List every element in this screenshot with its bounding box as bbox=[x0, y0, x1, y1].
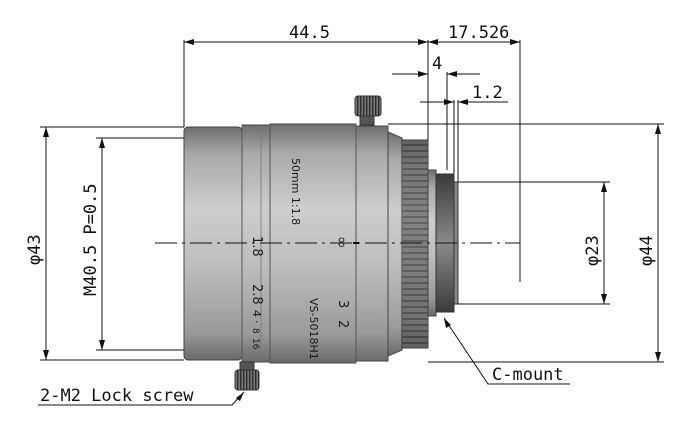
svg-text:·: · bbox=[250, 320, 263, 324]
callout-lock-screw: 2-M2 Lock screw bbox=[40, 386, 194, 406]
dim-thread-depth: 4 bbox=[432, 54, 442, 74]
aperture-4: 4 bbox=[250, 310, 263, 317]
aperture-8: 8 bbox=[250, 328, 260, 334]
focus-3: 3 bbox=[335, 300, 350, 308]
dimension-arrows bbox=[43, 39, 661, 401]
model-name-label: VS-5018H1 bbox=[307, 298, 320, 360]
dim-flange-step: 1.2 bbox=[472, 83, 503, 103]
focus-2: 2 bbox=[335, 320, 350, 328]
dim-diameter-mount: φ23 bbox=[583, 235, 603, 266]
dim-diameter-thread: M40.5 P=0.5 bbox=[81, 183, 101, 296]
aperture-1-8: 1.8 bbox=[249, 236, 264, 257]
dim-diameter-max: φ44 bbox=[637, 235, 657, 266]
dim-length-body: 44.5 bbox=[289, 23, 330, 43]
callout-c-mount: C-mount bbox=[492, 365, 564, 385]
lens-markings: 50mm 1:1.8 1.8 2.8 4 · 8 16 ∞ VS-5018H1 … bbox=[249, 158, 359, 360]
focus-infinity: ∞ bbox=[333, 236, 351, 249]
dim-diameter-front: φ43 bbox=[25, 234, 45, 265]
aperture-2-8: 2.8 bbox=[249, 284, 264, 305]
dim-length-mount: 17.526 bbox=[448, 23, 509, 43]
aperture-16: 16 bbox=[250, 338, 260, 350]
model-spec-label: 50mm 1:1.8 bbox=[289, 158, 302, 225]
lock-screw-top bbox=[354, 95, 382, 126]
lens-body bbox=[183, 95, 459, 391]
lock-screw-bottom bbox=[234, 361, 260, 391]
dimension-lines bbox=[38, 40, 664, 406]
rear-taper bbox=[387, 131, 403, 357]
